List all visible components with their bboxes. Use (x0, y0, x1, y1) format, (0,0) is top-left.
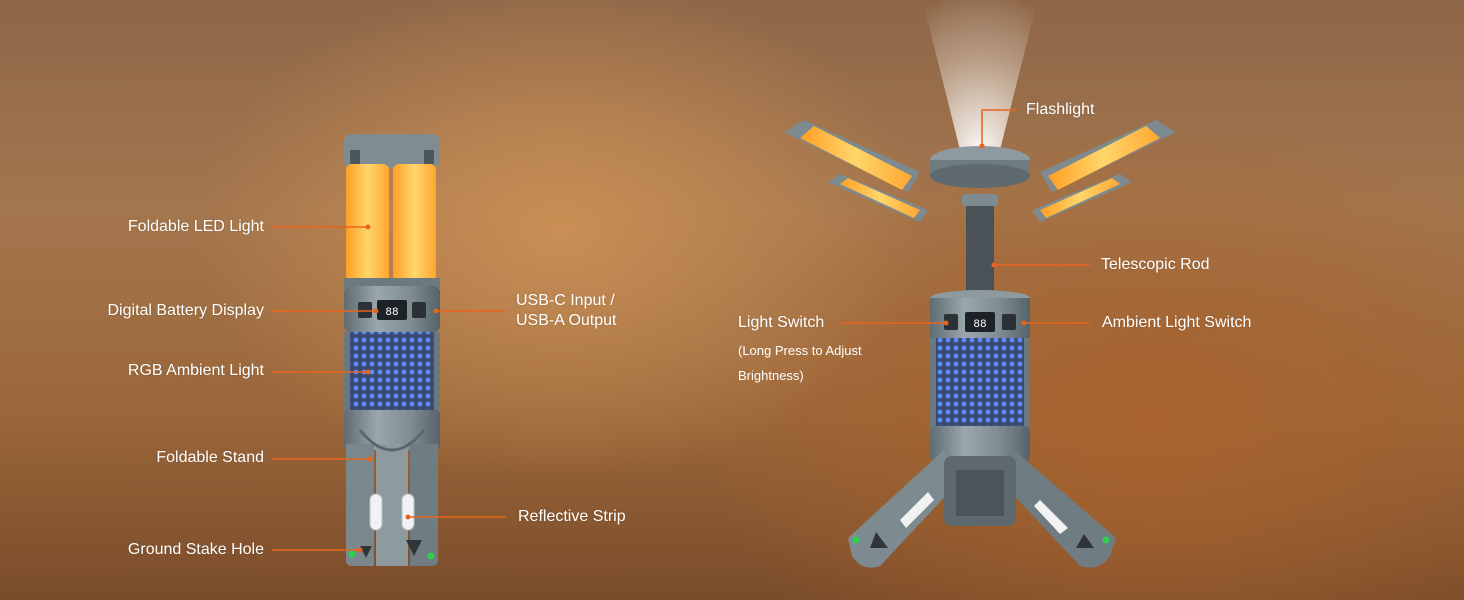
label-digital-battery-display: Digital Battery Display (107, 302, 265, 319)
right-battery-display (965, 312, 995, 332)
right-reflective-strip-2 (1034, 500, 1068, 534)
right-led-arm-left-lower (828, 174, 928, 222)
left-led-panel-2 (393, 164, 436, 282)
label-ground-stake-hole: Ground Stake Hole (127, 541, 264, 558)
label-light-switch-note-line1: (Long Press to Adjust (738, 343, 862, 358)
left-indicator-led-2 (427, 552, 435, 560)
label-ambient-light-switch: Ambient Light Switch (1102, 314, 1252, 331)
left-indicator-led-1 (348, 550, 356, 558)
callout-leader-lines (272, 109, 1090, 553)
right-rgb-grille (934, 338, 1026, 428)
left-display-reading: 88 (385, 307, 398, 319)
right-indicator-led-1 (852, 536, 860, 544)
label-usb-ports-line1: USB-C Input / (516, 292, 615, 309)
label-telescopic-rod: Telescopic Rod (1101, 256, 1210, 273)
right-indicator-led-2 (1102, 536, 1110, 544)
right-led-arm-right-lower (1032, 174, 1132, 222)
leader-flashlight (981, 109, 1016, 146)
right-reflective-strip-1 (900, 492, 934, 528)
left-led-panel-1 (346, 164, 389, 282)
label-reflective-strip: Reflective Strip (518, 508, 626, 525)
left-battery-display (377, 300, 407, 320)
left-reflective-strip-1 (369, 493, 383, 531)
label-flashlight: Flashlight (1026, 101, 1095, 118)
flashlight-beam (922, 0, 1038, 150)
right-led-arm-left-upper (784, 120, 920, 192)
label-light-switch-note-line2: Brightness) (738, 368, 804, 383)
right-led-arm-right-upper (1040, 120, 1176, 192)
label-foldable-stand: Foldable Stand (156, 449, 264, 466)
label-foldable-led-light: Foldable LED Light (127, 218, 264, 235)
label-light-switch: Light Switch (738, 314, 825, 331)
telescopic-rod (966, 196, 994, 296)
label-rgb-ambient-light: RGB Ambient Light (127, 362, 264, 379)
right-lantern (784, 0, 1176, 568)
left-lantern (344, 134, 440, 566)
label-usb-ports-line2: USB-A Output (516, 312, 617, 329)
left-top-cap (344, 134, 440, 168)
right-display-reading: 88 (973, 319, 986, 331)
left-reflective-strip-2 (401, 493, 415, 531)
